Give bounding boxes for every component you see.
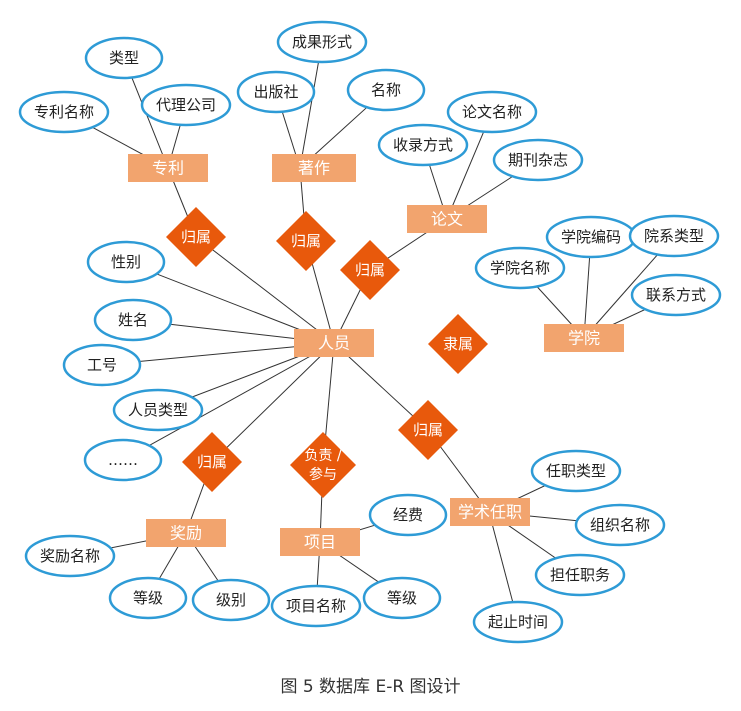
attr-person-more-label: …… xyxy=(108,451,138,469)
entity-person xyxy=(294,329,374,357)
attr-patent-agency-label: 代理公司 xyxy=(156,96,216,114)
attribute-ellipses xyxy=(18,20,722,644)
entity-patent-label: 专利 xyxy=(152,159,184,178)
attr-position-type xyxy=(530,449,622,493)
rel-college xyxy=(428,314,488,374)
entity-position-label: 学术任职 xyxy=(458,503,522,522)
attr-award-grade xyxy=(108,576,188,620)
rel-position-label: 归属 xyxy=(413,421,443,439)
attr-award-level xyxy=(191,578,271,622)
relationship-labels: 归属 归属 归属 隶属 归属 负责 / 参与 归属 xyxy=(181,228,473,483)
attr-person-more xyxy=(83,438,163,482)
rel-paper xyxy=(340,240,400,300)
attr-person-type-label: 人员类型 xyxy=(128,401,188,419)
attr-paper-journal xyxy=(492,138,584,182)
attr-project-name-label: 项目名称 xyxy=(286,597,346,615)
entity-work xyxy=(272,154,356,182)
attr-position-role xyxy=(534,553,626,597)
rel-paper-label: 归属 xyxy=(355,261,385,279)
attr-project-grade-label: 等级 xyxy=(387,589,417,607)
entity-patent xyxy=(128,154,208,182)
attr-project-grade xyxy=(362,576,442,620)
attr-position-period xyxy=(472,600,564,644)
attr-person-gender-label: 性别 xyxy=(111,253,141,271)
attr-person-type xyxy=(112,388,204,432)
attr-college-dept-type xyxy=(628,214,720,258)
attr-person-id xyxy=(62,343,142,387)
attr-paper-collection xyxy=(377,123,469,167)
attr-project-funding xyxy=(368,493,448,537)
entity-labels: 专利 著作 论文 学院 人员 奖励 项目 学术任职 xyxy=(152,159,600,552)
figure-caption: 图 5 数据库 E-R 图设计 xyxy=(280,677,461,697)
attr-work-publisher-label: 出版社 xyxy=(253,83,298,101)
entity-paper xyxy=(407,205,487,233)
attr-college-name xyxy=(474,246,566,290)
relationship-diamonds xyxy=(166,207,488,498)
attr-work-form-label: 成果形式 xyxy=(292,33,352,51)
attr-project-funding-label: 经费 xyxy=(393,506,423,524)
entity-work-label: 著作 xyxy=(298,159,330,178)
attr-paper-name xyxy=(446,90,538,134)
attr-patent-type-label: 类型 xyxy=(109,49,139,67)
attr-position-org-label: 组织名称 xyxy=(590,516,650,534)
attr-position-period-label: 起止时间 xyxy=(488,613,548,631)
entity-project xyxy=(280,528,360,556)
rel-award-label: 归属 xyxy=(197,453,227,471)
rel-project-label-line1: 负责 / xyxy=(304,448,341,464)
attr-person-name xyxy=(93,298,173,342)
attr-patent-name-label: 专利名称 xyxy=(34,103,94,121)
entity-person-label: 人员 xyxy=(318,334,350,353)
entity-college xyxy=(544,324,624,352)
attr-patent-type xyxy=(84,36,164,80)
entity-project-label: 项目 xyxy=(304,533,336,552)
attr-paper-name-label: 论文名称 xyxy=(462,103,522,121)
attr-patent-name xyxy=(18,90,110,134)
attr-work-name xyxy=(346,68,426,112)
entity-boxes xyxy=(128,154,624,556)
attr-college-contact xyxy=(630,273,722,317)
rel-project xyxy=(290,432,356,498)
rel-patent xyxy=(166,207,226,267)
rel-work-label: 归属 xyxy=(291,232,321,250)
attr-award-name xyxy=(24,534,116,578)
attr-person-name-label: 姓名 xyxy=(118,311,148,329)
entity-award-label: 奖励 xyxy=(170,524,202,543)
attr-college-dept-type-label: 院系类型 xyxy=(644,227,704,245)
attr-award-level-label: 级别 xyxy=(216,591,246,609)
entity-paper-label: 论文 xyxy=(431,210,463,229)
rel-patent-label: 归属 xyxy=(181,228,211,246)
rel-project-label-line2: 参与 xyxy=(309,466,337,483)
attribute-labels: 类型 专利名称 代理公司 成果形式 出版社 名称 论文名称 收录方式 期刊杂志 … xyxy=(34,33,706,631)
attr-patent-agency xyxy=(140,83,232,127)
rel-award xyxy=(182,432,242,492)
attr-work-form xyxy=(276,20,368,64)
er-diagram: 类型 专利名称 代理公司 成果形式 出版社 名称 论文名称 收录方式 期刊杂志 … xyxy=(18,20,722,644)
rel-work xyxy=(276,211,336,271)
attr-college-name-label: 学院名称 xyxy=(490,259,550,277)
attr-position-org xyxy=(574,503,666,547)
attr-college-contact-label: 联系方式 xyxy=(646,286,706,304)
attr-college-code-label: 学院编码 xyxy=(561,228,621,246)
attr-position-role-label: 担任职务 xyxy=(550,566,610,584)
rel-position xyxy=(398,400,458,460)
rel-college-label: 隶属 xyxy=(443,335,473,353)
entity-college-label: 学院 xyxy=(568,329,600,348)
attr-work-name-label: 名称 xyxy=(371,81,401,99)
attr-person-id-label: 工号 xyxy=(87,356,117,374)
attr-person-gender xyxy=(86,240,166,284)
attr-paper-collection-label: 收录方式 xyxy=(393,136,453,154)
entity-position xyxy=(450,498,530,526)
attr-project-name xyxy=(270,584,362,628)
attr-work-publisher xyxy=(236,70,316,114)
entity-award xyxy=(146,519,226,547)
attr-paper-journal-label: 期刊杂志 xyxy=(508,151,568,169)
attr-award-name-label: 奖励名称 xyxy=(40,547,100,565)
attr-position-type-label: 任职类型 xyxy=(546,462,606,480)
attr-award-grade-label: 等级 xyxy=(133,589,163,607)
